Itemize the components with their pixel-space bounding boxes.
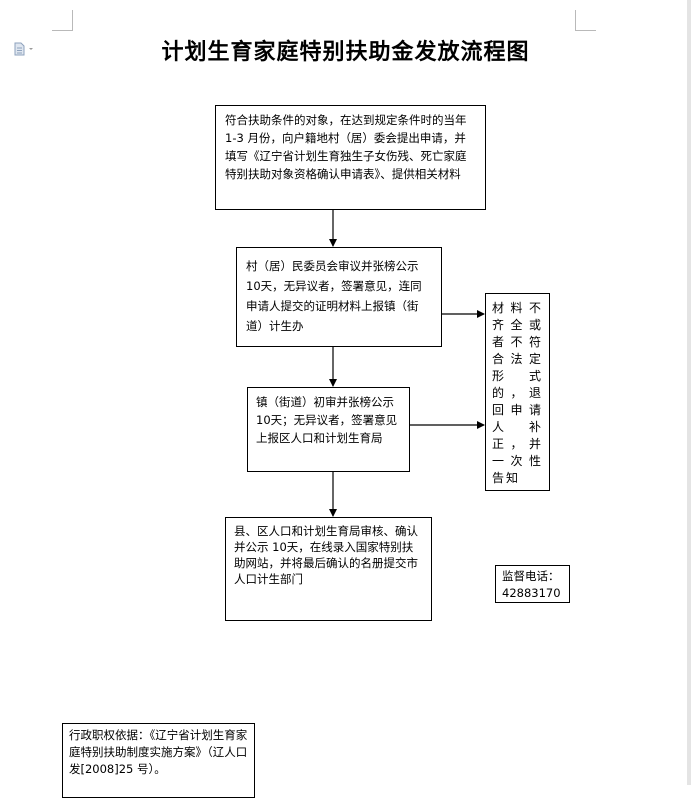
side-note-box: 材料不齐全或者不符合法定形式的，退回申请人补正，并一次性告知 bbox=[485, 293, 550, 491]
step-3-box: 镇（街道）初审并张榜公示 10天；无异议者，签署意见上报区人口和计划生育局 bbox=[247, 387, 410, 472]
step-3-text: 镇（街道）初审并张榜公示 10天；无异议者，签署意见上报区人口和计划生育局 bbox=[256, 395, 398, 445]
legal-basis-text: 行政职权依据：《辽宁省计划生育家庭特别扶助制度实施方案》（辽人口发[2008]2… bbox=[69, 728, 248, 776]
page-title: 计划生育家庭特别扶助金发放流程图 bbox=[161, 40, 530, 65]
step-1-box: 符合扶助条件的对象，在达到规定条件时的当年 1-3 月份，向户籍地村（居）委会提… bbox=[215, 105, 486, 210]
hotline-box: 监督电话： 42883170 bbox=[495, 565, 570, 603]
hotline-number: 42883170 bbox=[502, 586, 561, 600]
side-note-text: 材料不齐全或者不符合法定形式的，退回申请人补正，并一次性告知 bbox=[492, 301, 543, 485]
step-2-box: 村（居）民委员会审议并张榜公示 10天，无异议者，签署意见，连同申请人提交的证明… bbox=[236, 247, 442, 347]
margin-mark-left bbox=[52, 10, 73, 31]
step-4-text: 县、区人口和计划生育局审核、确认并公示 10天，在线录入国家特别扶助网站，并将最… bbox=[234, 524, 418, 586]
document-icon[interactable] bbox=[13, 42, 35, 56]
step-4-box: 县、区人口和计划生育局审核、确认并公示 10天，在线录入国家特别扶助网站，并将最… bbox=[225, 517, 432, 621]
step-2-text: 村（居）民委员会审议并张榜公示 10天，无异议者，签署意见，连同申请人提交的证明… bbox=[246, 259, 422, 333]
margin-mark-right bbox=[575, 10, 596, 31]
step-1-text: 符合扶助条件的对象，在达到规定条件时的当年 1-3 月份，向户籍地村（居）委会提… bbox=[225, 113, 467, 181]
hotline-label: 监督电话： bbox=[502, 569, 560, 583]
page-edge bbox=[687, 0, 691, 785]
